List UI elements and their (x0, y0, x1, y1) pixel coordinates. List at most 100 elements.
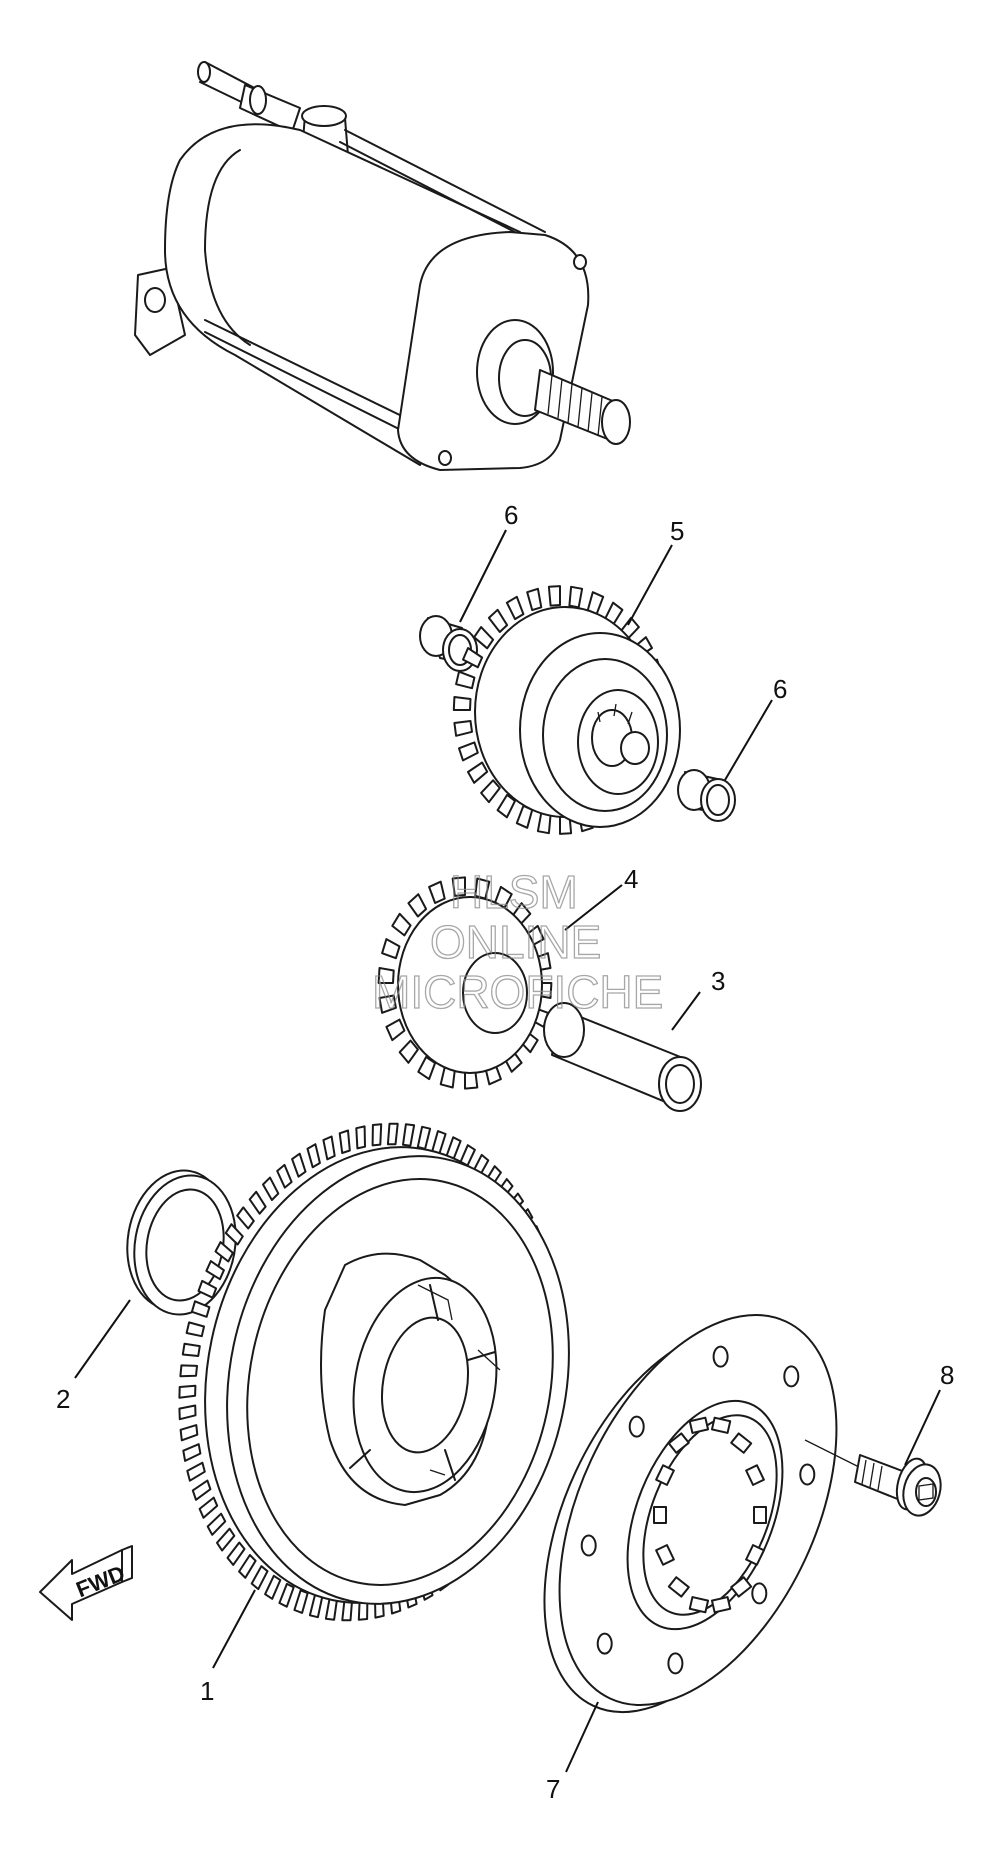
clutch-bolt-hole (628, 1415, 645, 1438)
clutch-roller (655, 1544, 675, 1566)
gear-tooth (416, 1125, 432, 1150)
gear-tooth (308, 1594, 324, 1619)
gear-tooth (250, 1565, 269, 1591)
gear-tooth (398, 1039, 419, 1064)
gear-tooth (293, 1589, 309, 1614)
gear-tooth (568, 585, 584, 609)
gear-tooth (190, 1300, 211, 1318)
watermark-line-1: HLSM (450, 866, 578, 918)
gear-tooth (186, 1461, 206, 1482)
gear-tooth (407, 893, 428, 918)
gear-tooth (451, 876, 466, 897)
gear-tooth (462, 647, 484, 669)
clutch-roller (745, 1464, 765, 1486)
gear-tooth (455, 670, 476, 690)
gear-tooth (197, 1279, 218, 1299)
gear-tooth (214, 1241, 234, 1263)
gear-tooth (181, 1342, 201, 1357)
gear-tooth (238, 1554, 257, 1579)
gear-tooth (178, 1404, 197, 1421)
clutch-roller (710, 1596, 732, 1614)
gear-tooth (205, 1260, 225, 1281)
gear-tooth (226, 1541, 246, 1566)
gear-tooth (458, 741, 479, 762)
watermark: HLSM ONLINE MICROFICHE (371, 865, 664, 1018)
clutch-roller (710, 1416, 732, 1434)
bolt-8 (804, 1439, 942, 1517)
gear-tooth (480, 779, 501, 804)
one-way-clutch-7 (543, 1314, 838, 1714)
callout-6-lower: 6 (773, 674, 787, 704)
washer-2 (126, 1169, 237, 1316)
gear-tooth (378, 994, 397, 1014)
gear-tooth (381, 938, 401, 960)
gear-tooth (338, 1129, 351, 1154)
gear-tooth (306, 1143, 321, 1169)
callout-8: 8 (940, 1360, 954, 1390)
gear-tooth (236, 1206, 255, 1230)
gear-tooth (276, 1163, 293, 1189)
clutch-bolt-hole (667, 1652, 684, 1675)
gear-tooth (185, 1321, 205, 1338)
clutch-roller (667, 1576, 690, 1598)
starter-wheel-gear-1 (178, 1122, 570, 1622)
gear-tooth (487, 608, 509, 633)
clutch-bolt-hole (751, 1582, 768, 1605)
clutch-roller (653, 1506, 667, 1524)
gear-tooth (377, 967, 395, 984)
gear-tooth (262, 1176, 280, 1201)
gear-tooth (428, 880, 446, 904)
gear-tooth (402, 1123, 416, 1147)
watermark-line-3: MICROFICHE (372, 966, 663, 1018)
gear-tooth (453, 720, 473, 737)
gear-tooth (182, 1443, 202, 1462)
bushing-6-lower (677, 769, 736, 822)
watermark-line-2: ONLINE (430, 916, 601, 968)
gear-tooth (467, 761, 489, 784)
gear-tooth (206, 1512, 227, 1536)
gear-tooth (224, 1223, 244, 1246)
gear-tooth (191, 1479, 212, 1501)
clutch-roller (753, 1506, 767, 1524)
gear-tooth (264, 1574, 282, 1600)
gear-tooth (291, 1152, 307, 1178)
gear-tooth (385, 1018, 406, 1042)
gear-tooth (452, 696, 472, 711)
gear-tooth (417, 1056, 437, 1081)
clutch-bolt-hole (799, 1463, 816, 1486)
gear-tooth (547, 585, 561, 607)
bushing-6-upper (419, 615, 478, 672)
gear-tooth (473, 626, 495, 650)
leader-lines (74, 529, 941, 1773)
gear-tooth (355, 1125, 366, 1150)
callout-7: 7 (546, 1774, 560, 1804)
gear-tooth (216, 1527, 236, 1552)
gear-tooth (278, 1582, 295, 1608)
starter-motor (134, 61, 631, 471)
clutch-roller (688, 1596, 710, 1614)
clutch-roller (730, 1576, 753, 1598)
gear-tooth (179, 1364, 198, 1378)
fwd-direction-arrow: FWD (39, 1545, 133, 1621)
gear-tooth (248, 1190, 267, 1215)
gear-4 (377, 876, 553, 1090)
gear-tooth (179, 1424, 199, 1442)
clutch-bolt-hole (580, 1534, 597, 1557)
gear-tooth (505, 595, 525, 621)
gear-tooth (178, 1384, 197, 1399)
callouts: 6 5 6 4 3 2 1 7 8 (56, 500, 954, 1804)
idler-gear-5 (452, 585, 681, 835)
callout-4: 4 (624, 864, 638, 894)
clutch-roller (730, 1432, 753, 1454)
clutch-bolt-hole (712, 1345, 729, 1368)
clutch-bolt-hole (783, 1365, 800, 1388)
gear-tooth (371, 1123, 383, 1147)
gear-tooth (526, 587, 543, 612)
callout-1: 1 (200, 1676, 214, 1706)
clutch-roller (655, 1464, 675, 1486)
gear-tooth (198, 1496, 219, 1519)
callout-6-upper: 6 (504, 500, 518, 530)
callout-2: 2 (56, 1384, 70, 1414)
gear-tooth (322, 1135, 336, 1161)
